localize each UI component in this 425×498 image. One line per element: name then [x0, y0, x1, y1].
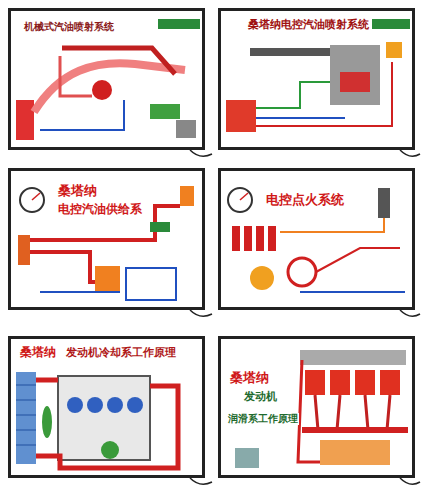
part	[150, 222, 170, 232]
part	[176, 120, 196, 138]
board-title: 桑塔纳	[57, 184, 98, 199]
part	[232, 226, 240, 251]
part	[36, 378, 58, 383]
training-board: 电控点火系统	[218, 168, 415, 310]
part	[40, 100, 124, 130]
part	[127, 397, 143, 413]
part	[20, 188, 44, 212]
board-subtitle: 电控汽油供给系	[57, 203, 143, 217]
part	[400, 310, 420, 316]
part	[400, 478, 420, 484]
part	[386, 42, 402, 58]
part	[330, 45, 380, 105]
fuel-supply-art	[18, 186, 212, 316]
part	[58, 376, 150, 460]
part	[180, 186, 194, 206]
training-board: 机械式汽油喷射系统	[8, 8, 205, 150]
part	[16, 372, 36, 464]
board-title: 桑塔纳	[19, 346, 57, 360]
part	[92, 80, 112, 100]
part	[298, 360, 320, 462]
training-board: 桑塔纳发动机冷却系工作原理	[8, 336, 205, 478]
part	[280, 218, 384, 232]
board-subtitle: 润滑系工作原理	[227, 413, 299, 425]
part	[250, 266, 274, 290]
part	[150, 104, 180, 119]
part	[158, 19, 200, 29]
part	[60, 56, 92, 96]
part	[67, 397, 83, 413]
part	[300, 350, 406, 365]
part	[288, 258, 316, 286]
part	[18, 235, 30, 265]
part	[126, 268, 176, 300]
board-title: 电控点火系统	[265, 193, 345, 208]
part	[256, 62, 392, 126]
part	[16, 385, 36, 445]
part	[62, 48, 175, 74]
part	[42, 406, 52, 438]
part	[400, 150, 420, 156]
part	[228, 188, 252, 212]
part	[190, 478, 212, 484]
part	[36, 386, 178, 468]
training-board: 桑塔纳电控汽油供给系	[8, 168, 205, 310]
part	[320, 440, 390, 465]
part	[305, 370, 325, 395]
training-board: 桑塔纳电控汽油喷射系统	[218, 8, 415, 150]
efi-system-art	[226, 19, 420, 156]
part	[30, 252, 95, 282]
part	[101, 441, 119, 459]
part	[355, 370, 375, 395]
part	[95, 266, 120, 291]
part	[316, 248, 400, 272]
training-board: 桑塔纳发动机润滑系工作原理	[218, 336, 415, 478]
part	[107, 397, 123, 413]
part	[300, 291, 405, 293]
part	[240, 193, 248, 200]
board-subtitle: 发动机冷却系工作原理	[65, 347, 177, 360]
part	[226, 100, 256, 132]
part	[380, 370, 400, 395]
part	[268, 226, 276, 251]
part	[302, 427, 408, 433]
board-title: 桑塔纳电控汽油喷射系统	[247, 19, 370, 32]
part	[32, 193, 40, 200]
part	[256, 82, 330, 108]
mechanical-injection-art	[16, 19, 212, 156]
part	[330, 370, 350, 395]
part	[40, 291, 120, 293]
part	[340, 72, 370, 92]
cooling-art	[16, 372, 212, 484]
part	[87, 397, 103, 413]
board-subtitle: 发动机	[243, 391, 278, 404]
part	[250, 48, 330, 56]
part	[190, 310, 212, 316]
board-title: 机械式汽油喷射系统	[23, 21, 115, 33]
ignition-art	[228, 188, 420, 316]
part	[378, 188, 390, 218]
part	[256, 226, 264, 251]
part	[235, 448, 259, 468]
board-title: 桑塔纳	[229, 371, 270, 386]
part	[16, 100, 34, 140]
part	[256, 117, 345, 119]
part	[244, 226, 252, 251]
part	[190, 150, 212, 156]
part	[315, 395, 390, 430]
part	[372, 19, 410, 29]
